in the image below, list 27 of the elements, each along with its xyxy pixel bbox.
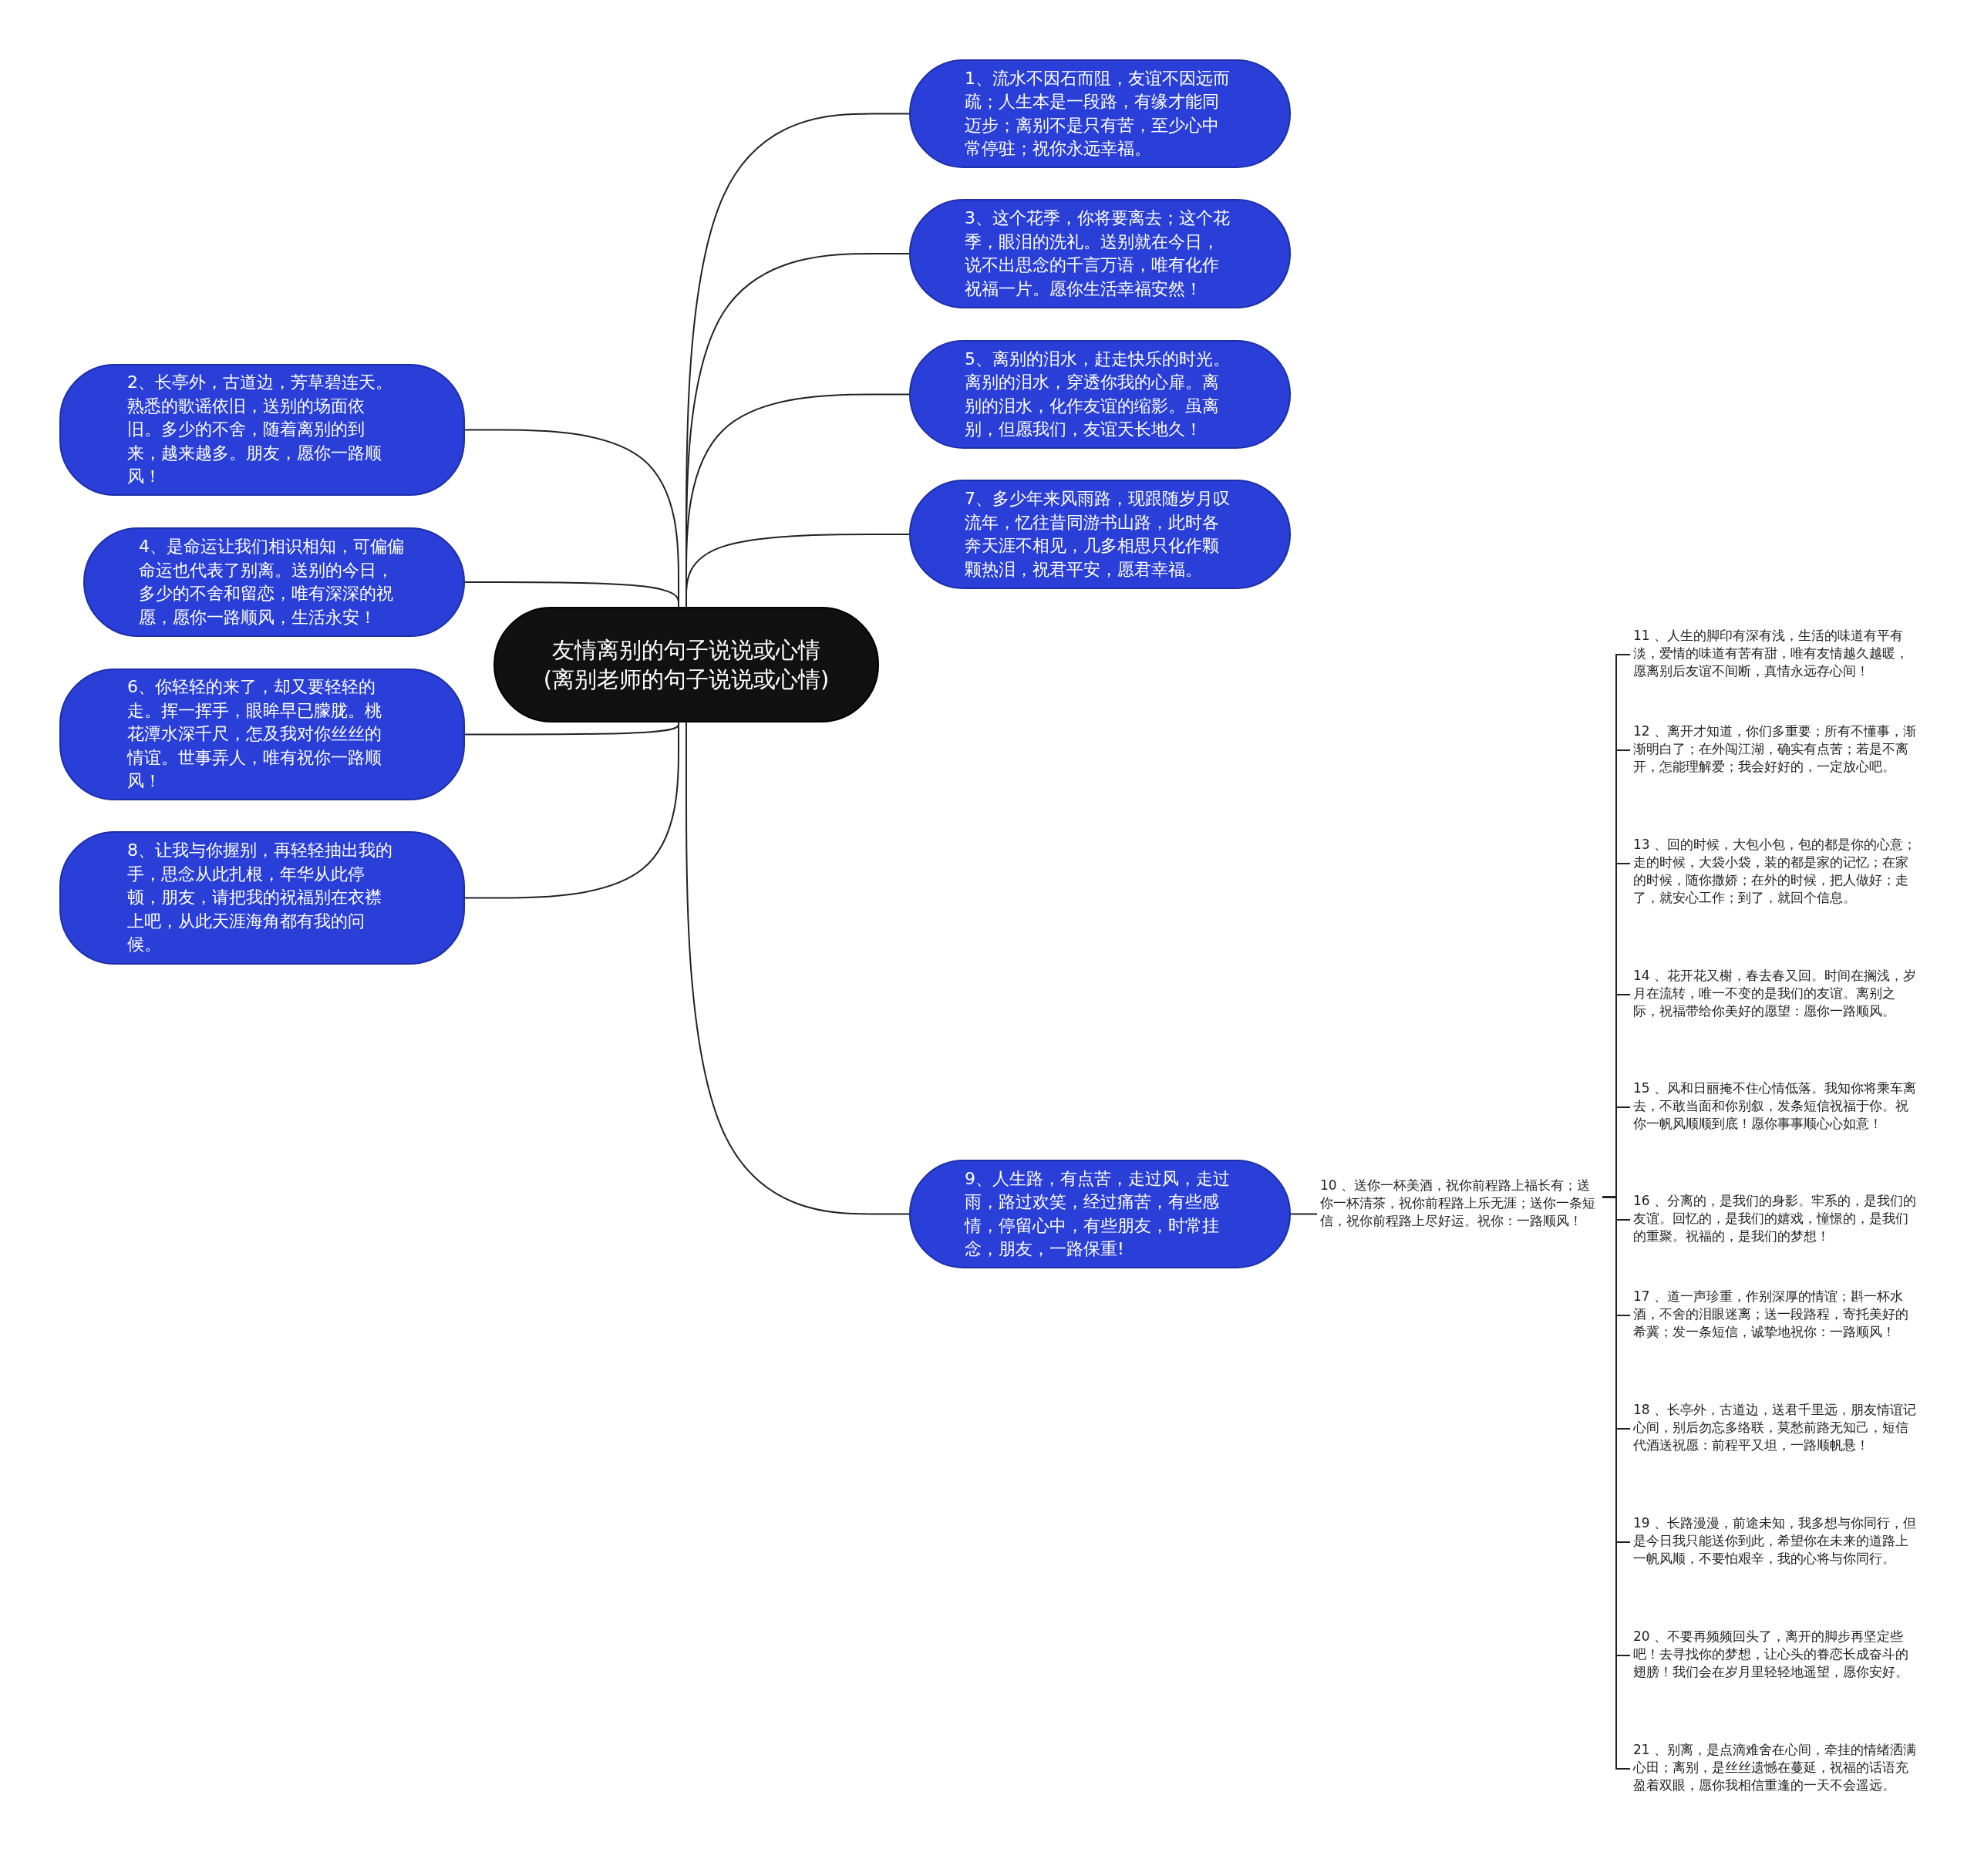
topic-text: 21 、别离，是点滴难舍在心间，牵挂的情绪洒满心田；离别，是丝丝遗憾在蔓延，祝福的话语充盈着双眼，愿你我相信重逢的一天不会遥远。 [1633, 1741, 1918, 1794]
connector-line [686, 534, 910, 608]
topic-text: 6、你轻轻的来了，却又要轻轻的走。挥一挥手，眼眸早已朦胧。桃花潭水深千尺，怎及我对你丝丝的情谊。世事弄人，唯有祝你一路顺风！ [127, 676, 382, 793]
topic-text: 13 、回的时候，大包小包，包的都是你的心意；走的时候，大袋小袋，装的都是家的记忆；在家的时候，随你撒娇；在外的时候，把人做好；走了，就安心工作；到了，就回个信息。 [1633, 836, 1918, 907]
topic-text: 9、人生路，有点苦，走过风，走过雨，路过欢笑，经过痛苦，有些感情，停留心中，有些朋友，时常挂念，朋友，一路保重! [965, 1167, 1231, 1260]
connector-line [464, 581, 679, 608]
topic-text: 17 、道一声珍重，作别深厚的情谊；斟一杯水酒，不舍的泪眼迷离；送一段路程，寄托美好的希冀；发一条短信，诚挚地祝你：一路顺风！ [1633, 1288, 1909, 1341]
topic-text: 19 、长路漫漫，前途未知，我多想与你同行，但是今日我只能送你到此，希望你在未来的道路上一帆风顺，不要怕艰辛，我的心将与你同行。 [1633, 1514, 1918, 1568]
topic-text: 14 、花开花又榭，春去春又回。时间在搁浅，岁月在流转，唯一不变的是我们的友谊。离别之际，祝福带给你美好的愿望：愿你一路顺风。 [1633, 967, 1918, 1020]
topic-text: 8、让我与你握别，再轻轻抽出我的手，思念从此扎根，年华从此停顿，朋友，请把我的祝福别在衣襟上吧，从此天涯海角都有我的问候。 [127, 840, 393, 956]
topic-text: 20 、不要再频频回头了，离开的脚步再坚定些吧！去寻找你的梦想，让心头的眷恋长成奋斗的翅膀！我们会在岁月里轻轻地遥望，愿你安好。 [1633, 1628, 1909, 1681]
topic-text: 4、是命运让我们相识相知，可偏偏命运也代表了别离。送别的今日，多少的不舍和留恋，唯有深深的祝愿，愿你一路顺风，生活永安！ [139, 536, 405, 628]
connector-line [686, 722, 910, 1215]
topic-text: 15 、风和日丽掩不住心情低落。我知你将乘车离去，不敢当面和你别叙，发条短信祝福于你。祝你一帆风顺顺到底！愿你事事顺心心如意！ [1633, 1079, 1918, 1133]
topic-text: 10 、送你一杯美酒，祝你前程路上福长有；送你一杯清茶，祝你前程路上乐无涯；送你一条短信，祝你前程路上尽好运。祝你：一路顺风！ [1320, 1177, 1596, 1230]
topic-text: 2、长亭外，古道边，芳草碧连天。熟悉的歌谣依旧，送别的场面依旧。多少的不舍，随着离别的到来，越来越多。朋友，愿你一路顺风！ [127, 372, 393, 488]
topic-text: 18 、长亭外，古道边，送君千里远，朋友情谊记心间，别后勿忘多络联，莫愁前路无知己，短信代酒送祝愿：前程平又坦，一路顺帆悬！ [1633, 1401, 1918, 1454]
topic-text: 11 、人生的脚印有深有浅，生活的味道有平有淡，爱情的味道有苦有甜，唯有友情越久越暖，愿离别后友谊不间断，真情永远存心间！ [1633, 627, 1909, 680]
topic-text: 1、流水不因石而阻，友谊不因远而疏；人生本是一段路，有缘才能同迈步；离别不是只有苦，至少心中常停驻；祝你永远幸福。 [965, 67, 1231, 160]
topic-text: 12 、离开才知道，你们多重要；所有不懂事，渐渐明白了；在外闯江湖，确实有点苦；若是不离开，怎能理解爱；我会好好的，一定放心吧。 [1633, 722, 1918, 776]
topic-text: 友情离别的句子说说或心情(离别老师的句子说说或心情) [542, 636, 830, 694]
connector-line [1602, 1196, 1631, 1770]
topic-text: 16 、分离的，是我们的身影。牢系的，是我们的友谊。回忆的，是我们的嬉戏，憧憬的，是我们的重聚。祝福的，是我们的梦想！ [1633, 1192, 1918, 1245]
topic-text: 5、离别的泪水，赶走快乐的时光。离别的泪水，穿透你我的心扉。离别的泪水，化作友谊的缩影。虽离别，但愿我们，友谊天长地久！ [965, 348, 1231, 440]
topic-text: 7、多少年来风雨路，现跟随岁月叹流年，忆往昔同游书山路，此时各奔天涯不相见，几多相思只化作颗颗热泪，祝君平安，愿君幸福。 [965, 488, 1231, 581]
topic-text: 3、这个花季，你将要离去；这个花季，眼泪的洗礼。送别就在今日，说不出思念的千言万语，唯有化作祝福一片。愿你生活幸福安然！ [965, 207, 1231, 300]
connector-line [1290, 1213, 1318, 1215]
